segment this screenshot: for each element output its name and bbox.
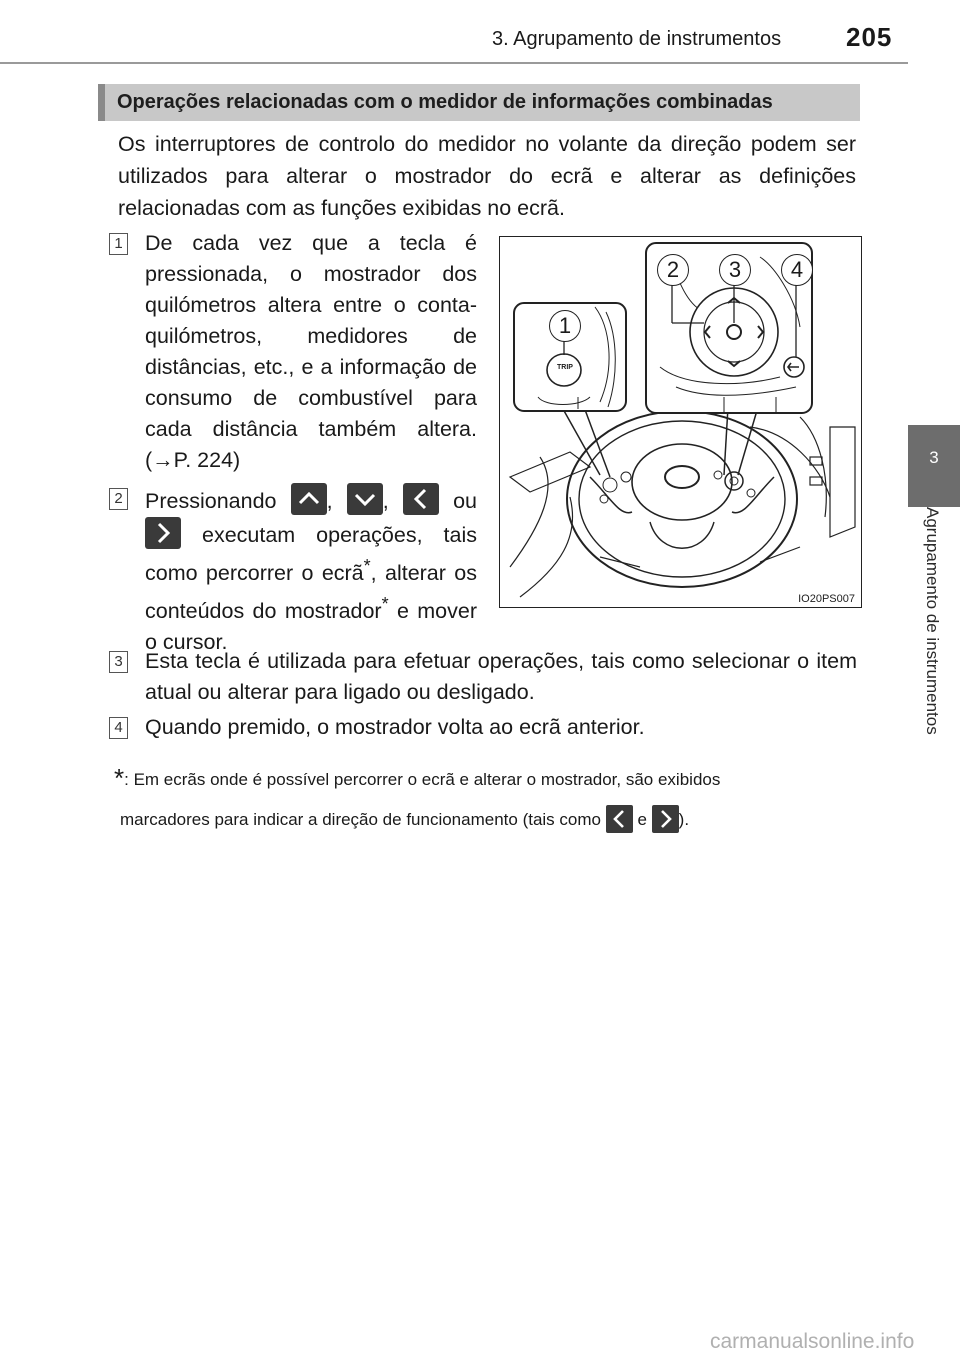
chevron-down-icon [346,483,383,515]
page-number: 205 [846,22,893,52]
item-1-text: De cada vez que a tecla é pressionada, o… [145,231,477,472]
item-number-4: 4 [109,717,128,739]
steering-wheel-drawing [508,242,856,598]
chevron-right-icon [145,517,181,549]
footnote-conjunction: e [637,810,647,829]
item-2-sep: ou [453,489,477,513]
item-4-text: Quando premido, o mostrador volta ao ecr… [145,715,645,739]
header-divider [0,62,908,64]
figure-code: IO20PS007 [796,593,857,605]
item-number-1: 1 [109,233,128,255]
callout-3: 3 [719,254,751,286]
intro-paragraph: Os interruptores de controlo do medidor … [118,132,856,220]
steering-wheel-illustration: 2 3 4 1 TRIP IO20PS007 [499,236,862,608]
footnote-end: ). [678,810,690,829]
footnote: *: Em ecrãs onde é possível percorrer o … [114,758,874,840]
chapter-tab-number: 3 [929,448,939,467]
footnote-line-2: marcadores para indicar a direção de fun… [120,810,601,829]
footnote-marker: * [114,763,125,793]
footnote-line-1: : Em ecrãs onde é possível percorrer o e… [124,770,721,789]
item-number-2: 2 [109,488,128,510]
chapter-tab [908,425,960,507]
trip-button-label: TRIP [557,364,573,371]
callout-4: 4 [781,254,813,286]
section-heading-text: Operações relacionadas com o medidor de … [117,91,773,113]
chapter-tab-title-text: Agrupamento de instrumentos [923,507,942,735]
item-2-text-after: executam operações, tais como percorrer … [145,523,477,586]
item-number-3: 3 [109,651,128,673]
chevron-up-icon [290,483,327,515]
callout-2: 2 [657,254,689,286]
running-header: 3. Agrupamento de instrumentos [492,28,782,50]
chevron-left-icon [402,483,439,515]
item-2-text-before: Pressionando [145,489,277,513]
watermark: carmanualsonline.info [710,1330,915,1353]
section-heading: Operações relacionadas com o medidor de … [98,84,860,121]
item-3-text: Esta tecla é utilizada para efetuar oper… [145,649,857,704]
chevron-right-icon [651,805,679,833]
item-2-sep: , [382,489,389,513]
chevron-left-icon [605,805,633,833]
item-2-text: Pressionando , , ou executam operações, … [145,483,477,658]
item-2-sep: , [326,489,333,513]
item-2-text-mid: , alterar os conteúdos do mostrador [145,561,477,624]
chapter-tab-title: Agrupamento de instrumentos [908,507,960,807]
callout-1: 1 [549,310,581,342]
item-2-text-end: e mover o cursor. [145,599,477,655]
